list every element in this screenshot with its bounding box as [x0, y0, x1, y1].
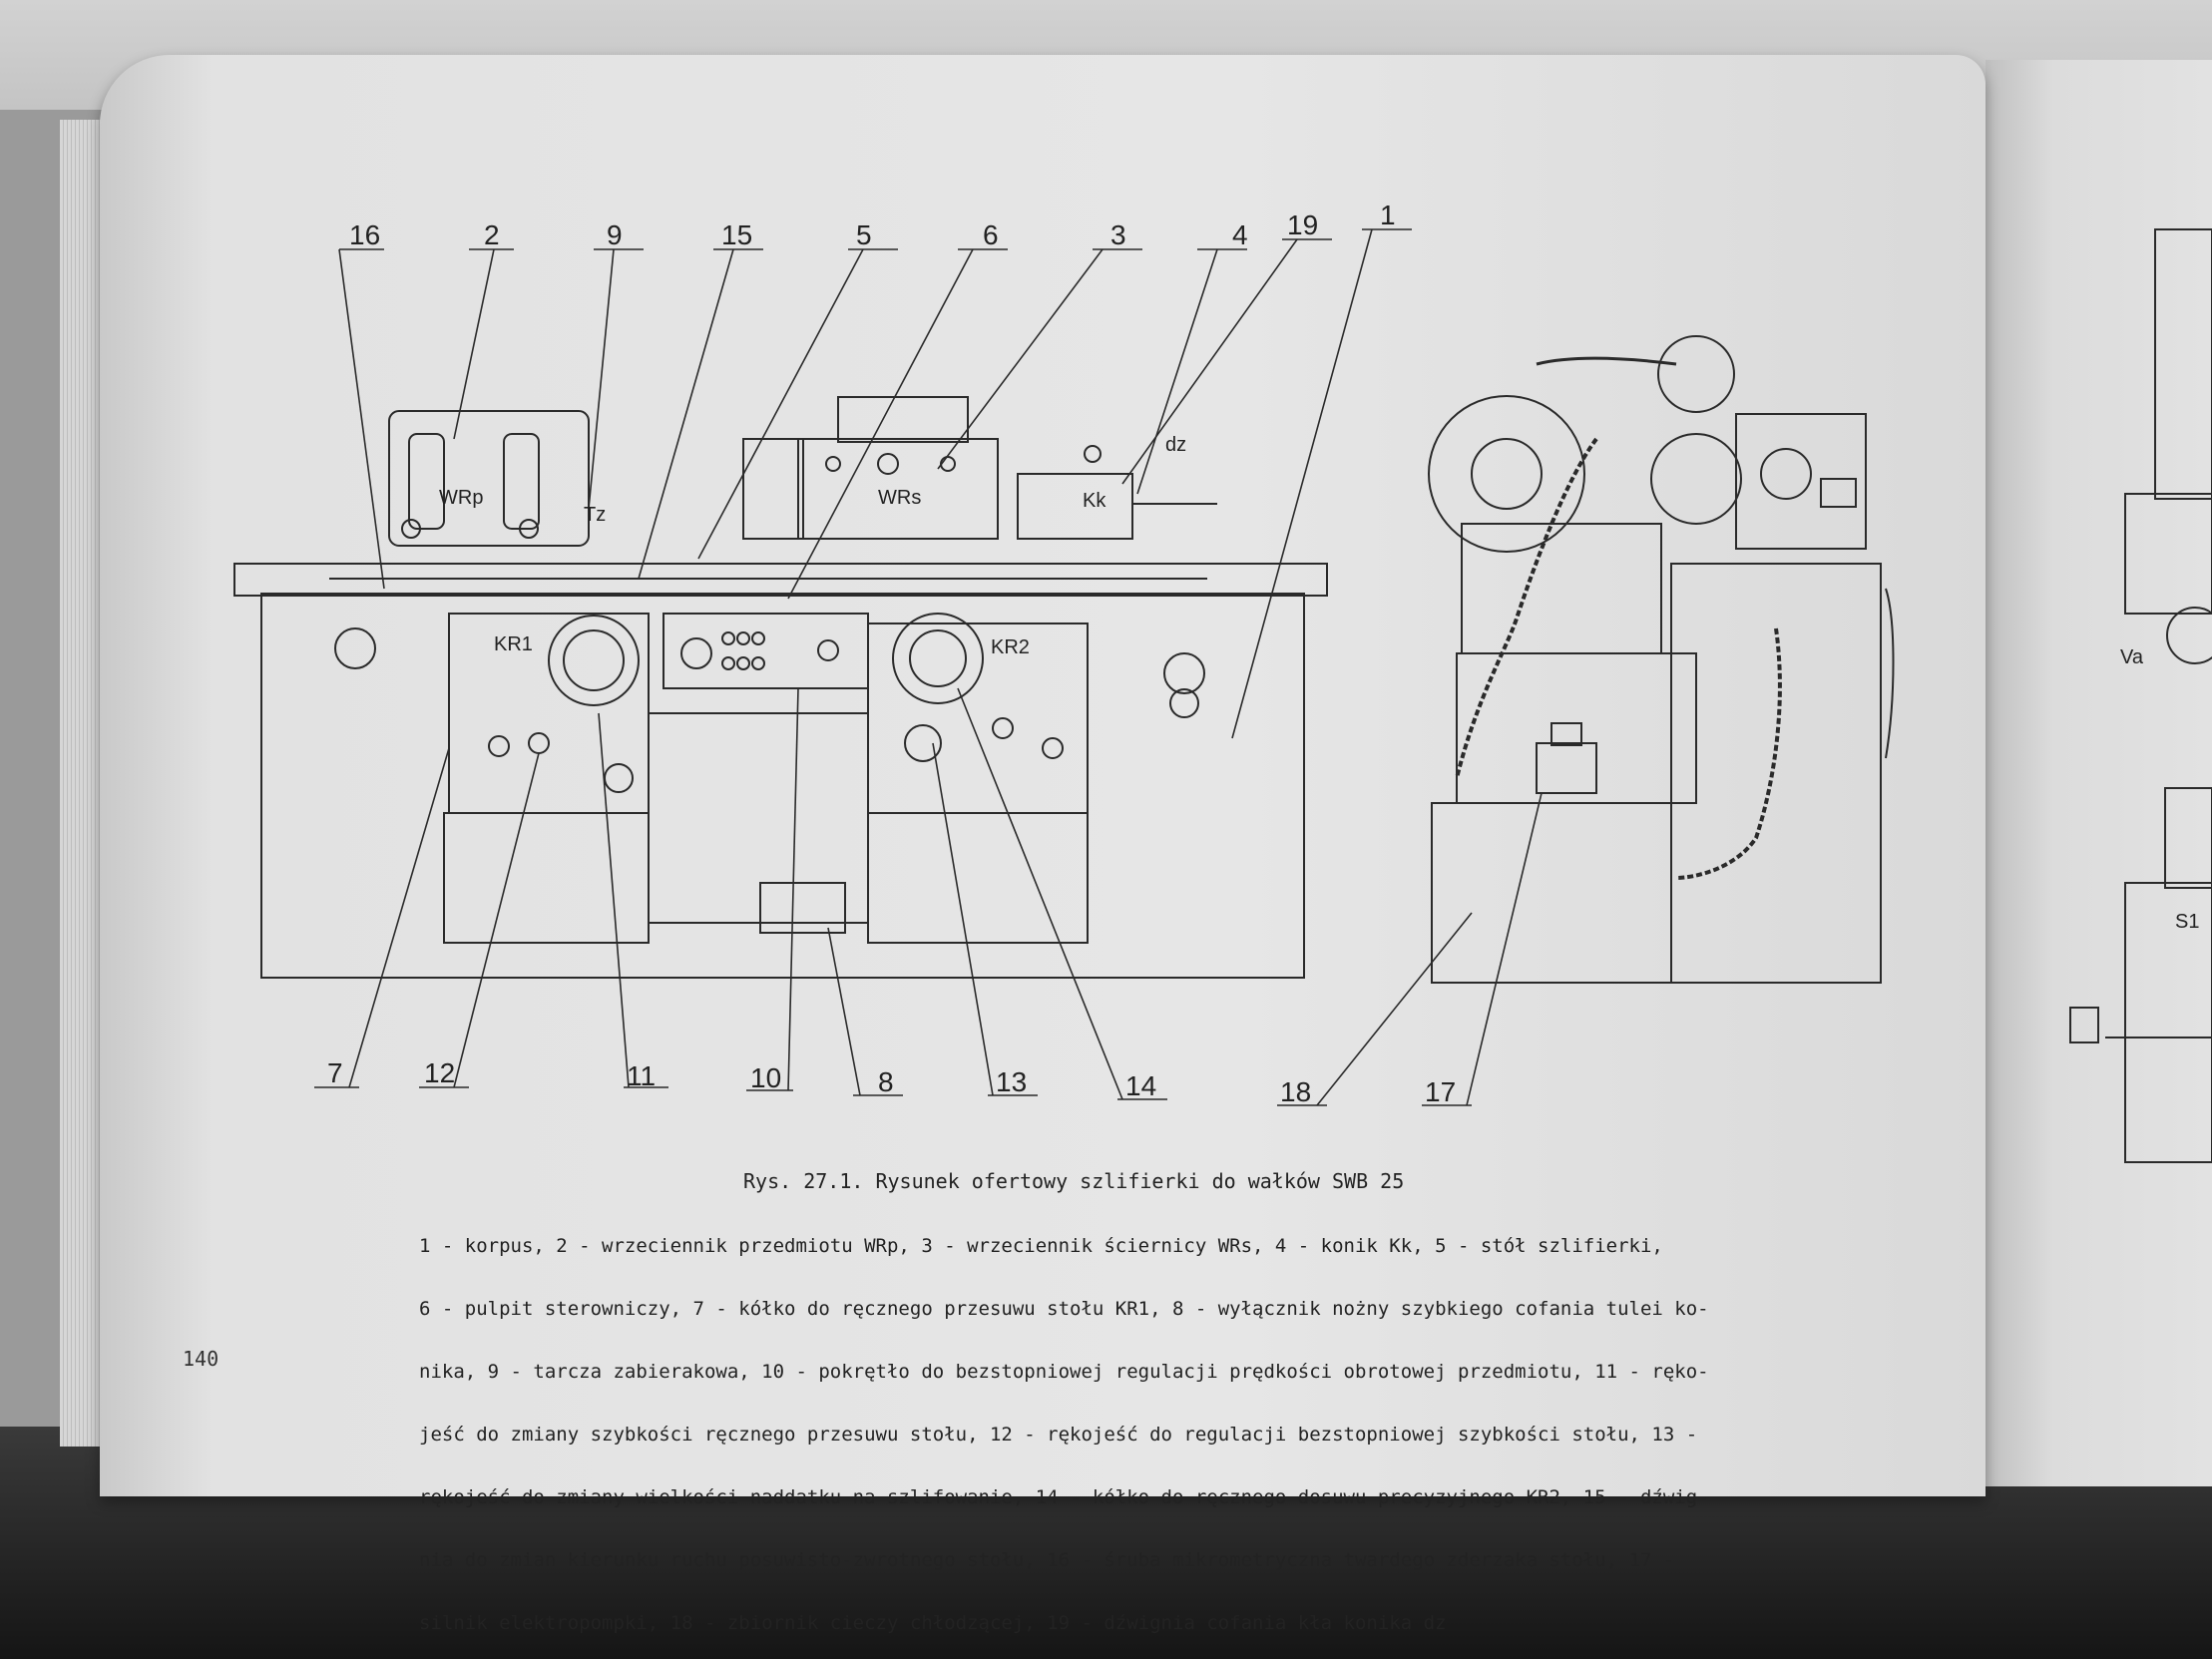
- label-wrs: WRs: [878, 487, 921, 509]
- caption-line: 1 - korpus, 2 - wrzeciennik przedmiotu W…: [419, 1235, 1663, 1257]
- side-view: [1428, 335, 1895, 984]
- foot-switch: [759, 882, 846, 934]
- right-housing: [867, 622, 1089, 814]
- label-va: Va: [2120, 646, 2144, 668]
- callout-4: 4: [1232, 219, 1248, 250]
- callout-6: 6: [983, 219, 999, 250]
- callout-1: 1: [1380, 200, 1396, 230]
- callout-2: 2: [484, 219, 500, 250]
- callout-18: 18: [1280, 1076, 1311, 1107]
- callout-5: 5: [856, 219, 872, 250]
- callout-7: 7: [327, 1057, 343, 1088]
- callout-9: 9: [607, 219, 623, 250]
- callouts-top: [338, 228, 1412, 739]
- pump-motor: [1536, 742, 1597, 794]
- right-page: [1986, 60, 2212, 1486]
- coolant-tank: [1431, 802, 1672, 984]
- machine-body: [260, 593, 1305, 979]
- figure-title: Rys. 27.1. Rysunek ofertowy szlifierki d…: [743, 1169, 1405, 1193]
- callout-16: 16: [349, 219, 380, 250]
- caption-line: 6 - pulpit sterowniczy, 7 - kółko do ręc…: [419, 1298, 1709, 1320]
- handwheel-kr1: [548, 615, 640, 706]
- front-view: [233, 396, 1328, 979]
- handwheel-kr2: [892, 613, 984, 704]
- callout-8: 8: [878, 1066, 894, 1097]
- grinder-table: [233, 563, 1328, 597]
- caption-line: silnik elektropompki, 18 - zbiornik ciec…: [419, 1612, 1447, 1634]
- callout-13: 13: [996, 1066, 1027, 1097]
- caption-line: rękojeść do zmiany wielkości naddatku na…: [419, 1486, 1709, 1508]
- right-page-drawing: [2069, 228, 2212, 1163]
- label-kr1: KR1: [494, 633, 533, 655]
- label-kr2: KR2: [991, 636, 1030, 658]
- figure-caption: 1 - korpus, 2 - wrzeciennik przedmiotu W…: [419, 1194, 1766, 1655]
- label-wrp: WRp: [439, 487, 483, 509]
- callout-11: 11: [627, 1060, 656, 1091]
- caption-line: nia do zmian kierunku ruchu posuwisto-zw…: [419, 1549, 1675, 1571]
- label-kk: Kk: [1083, 490, 1106, 512]
- callout-17: 17: [1425, 1076, 1456, 1107]
- label-tz: Tz: [584, 504, 606, 526]
- tailstock-kk: [1017, 473, 1133, 540]
- callout-12: 12: [424, 1057, 455, 1088]
- callouts-bottom: [314, 687, 1543, 1106]
- page-number: 140: [183, 1347, 220, 1371]
- callout-3: 3: [1110, 219, 1126, 250]
- grinding-wheel: [1428, 395, 1585, 553]
- callout-19: 19: [1287, 209, 1318, 240]
- callout-14: 14: [1125, 1070, 1156, 1101]
- caption-line: nika, 9 - tarcza zabierakowa, 10 - pokrę…: [419, 1361, 1709, 1383]
- label-dz: dz: [1165, 434, 1186, 456]
- label-s1: S1: [2175, 911, 2199, 933]
- workhead-wrp: [388, 410, 590, 547]
- callout-10: 10: [750, 1062, 781, 1093]
- caption-line: jeść do zmiany szybkości ręcznego przesu…: [419, 1424, 1698, 1446]
- wheelhead-wrs: [797, 438, 999, 540]
- callout-15: 15: [721, 219, 752, 250]
- pedestal: [648, 712, 869, 924]
